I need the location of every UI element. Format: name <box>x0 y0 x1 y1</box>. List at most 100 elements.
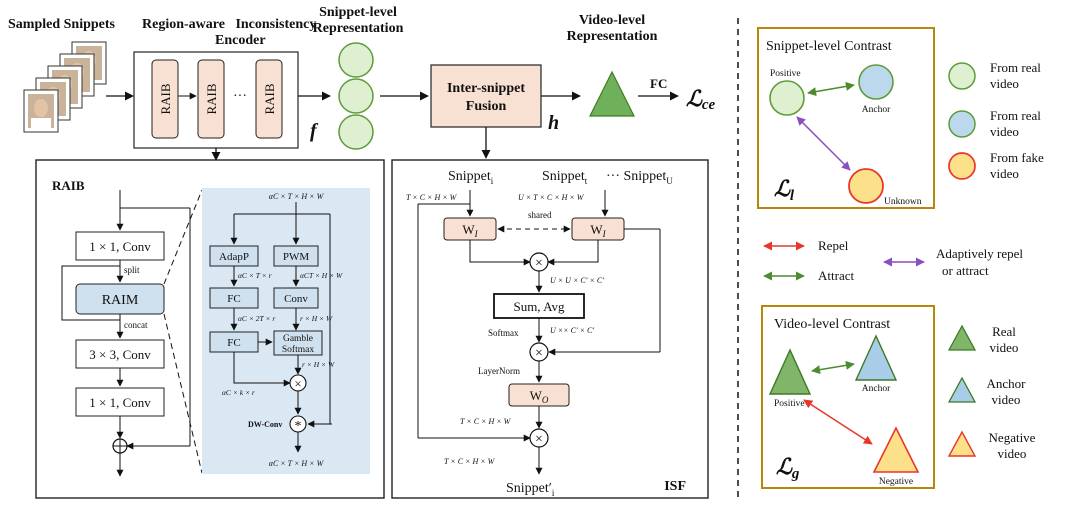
conv1x1-block: 1 × 1, Conv <box>75 231 165 261</box>
raib-block-3: RAIB <box>255 59 283 139</box>
dim-e: r × H × W <box>302 360 335 369</box>
legend-label: video <box>998 446 1027 461</box>
f-symbol: f <box>310 120 319 142</box>
matmul-icon: × <box>529 428 549 448</box>
conv-block: Conv <box>273 287 319 309</box>
matmul-icon: × <box>529 342 549 362</box>
ellipsis: ··· <box>233 89 247 104</box>
pwm-block: PWM <box>273 245 319 267</box>
unknown-circle <box>848 168 884 204</box>
fc-label: FC <box>227 293 240 305</box>
snippet-i-label: Snippeti <box>448 169 494 186</box>
multiply-icon: × <box>289 374 307 392</box>
split-label: split <box>124 265 140 275</box>
unknown-label: Unknown <box>884 197 922 207</box>
negative-triangle <box>872 426 920 473</box>
legend-label: From real <box>990 60 1041 75</box>
conv3x3-label: 3 × 3, Conv <box>89 347 151 362</box>
attract-arrow <box>807 81 855 97</box>
wi-label: WI <box>462 222 478 239</box>
legend-triangle-negative <box>947 430 977 457</box>
video-level-title-line2: Representation <box>567 29 658 44</box>
dim-tchw-2: T × C × H × W <box>444 457 496 466</box>
snippet-legend: From real video From real video From fak… <box>948 60 1044 181</box>
snippet-frame <box>23 89 59 133</box>
legend-label: video <box>992 392 1021 407</box>
fusion-label-line1: Inter-snippet <box>447 81 525 96</box>
legend-triangle-anchor <box>947 376 977 403</box>
video-feature-triangle <box>589 70 635 117</box>
raib-block-1: RAIB <box>151 59 179 139</box>
residual-sum-icon <box>112 438 128 454</box>
conv1x1-block-2: 1 × 1, Conv <box>75 387 165 417</box>
svg-text:×: × <box>535 432 543 447</box>
legend-label: Anchor <box>987 376 1027 391</box>
dim-uuc: U × U × C′ × C′ <box>550 276 604 285</box>
raib-block-label: RAIB <box>158 83 173 114</box>
video-level-title-line1: Video-level <box>579 13 645 28</box>
conv3x3-block: 3 × 3, Conv <box>75 339 165 369</box>
raim-label: RAIM <box>102 293 139 308</box>
svg-text:×: × <box>535 346 543 361</box>
fc-block-2: FC <box>209 331 259 353</box>
adaptive-label-line1: Adaptively repel <box>936 246 1023 261</box>
positive-label: Positive <box>770 69 801 79</box>
snippet-u-label: ··· SnippetU <box>606 169 673 186</box>
anchor-label: Anchor <box>862 384 891 394</box>
dim-a: αC × T × r <box>238 271 272 280</box>
legend-triangle-real <box>947 324 977 351</box>
attract-label: Attract <box>818 268 854 283</box>
snippet-level-title-line2: Representation <box>313 21 404 36</box>
loss-l: ℒl <box>774 176 795 204</box>
fc-label: FC <box>650 76 667 91</box>
dim-uxc: U ×× C′ × C′ <box>550 326 594 335</box>
raim-block: RAIM <box>75 283 165 315</box>
snippet-feature-circle <box>338 78 374 114</box>
legend-label: Real <box>992 324 1016 339</box>
sum-avg-label: Sum, Avg <box>513 299 565 314</box>
video-contrast-title: Video-level Contrast <box>774 317 890 332</box>
relation-legend: Repel Attract Adaptively repel or attrac… <box>763 238 1023 283</box>
inter-snippet-fusion-box: Inter-snippet Fusion <box>430 64 542 128</box>
isf-input-dim-right: U × T × C × H × W <box>518 193 585 202</box>
dwconv-label: DW-Conv <box>248 420 282 429</box>
raib-block-label: RAIB <box>204 83 219 114</box>
raib-panel-title: RAIB <box>52 178 85 193</box>
legend-label: video <box>990 124 1019 139</box>
adapp-label: AdapP <box>219 251 249 263</box>
wi-block-right: WI <box>571 217 625 241</box>
negative-label: Negative <box>879 477 913 487</box>
raib-block-2: RAIB <box>197 59 225 139</box>
raim-output-dim: αC × T × H × W <box>269 459 325 468</box>
adaptive-arrow <box>796 116 851 171</box>
fc-block-1: FC <box>209 287 259 309</box>
legend-circle-fake <box>948 152 976 180</box>
isf-input-dim-left: T × C × H × W <box>406 193 458 202</box>
dim-tchw-1: T × C × H × W <box>460 417 512 426</box>
legend-label: video <box>990 340 1019 355</box>
encoder-title-line1: Region-aware Inconsistency <box>142 17 316 32</box>
shared-label: shared <box>528 210 552 220</box>
layernorm-label: LayerNorm <box>478 366 520 376</box>
anchor-label: Anchor <box>862 105 891 115</box>
pwm-label: PWM <box>283 251 310 263</box>
h-symbol: h <box>548 112 559 134</box>
legend-circle-anchor <box>948 110 976 138</box>
loss-g: ℒg <box>776 454 800 482</box>
isf-panel-title: ISF <box>664 479 686 494</box>
softmax-label: Softmax <box>488 328 519 338</box>
repel-arrow <box>803 399 873 445</box>
svg-text:*: * <box>295 419 302 434</box>
fusion-label-line2: Fusion <box>466 99 507 114</box>
snippet-t-label: Snippett <box>542 169 588 186</box>
gamble-label-line2: Softmax <box>282 344 314 355</box>
raim-input-dim: αC × T × H × W <box>269 192 325 201</box>
dim-d: r × H × W <box>300 314 333 323</box>
snippet-level-title-line1: Snippet-level <box>319 5 397 20</box>
repel-label: Repel <box>818 238 849 253</box>
legend-label: video <box>990 166 1019 181</box>
adapp-block: AdapP <box>209 245 259 267</box>
attract-arrow <box>811 360 855 375</box>
raib-block-label: RAIB <box>262 83 277 114</box>
